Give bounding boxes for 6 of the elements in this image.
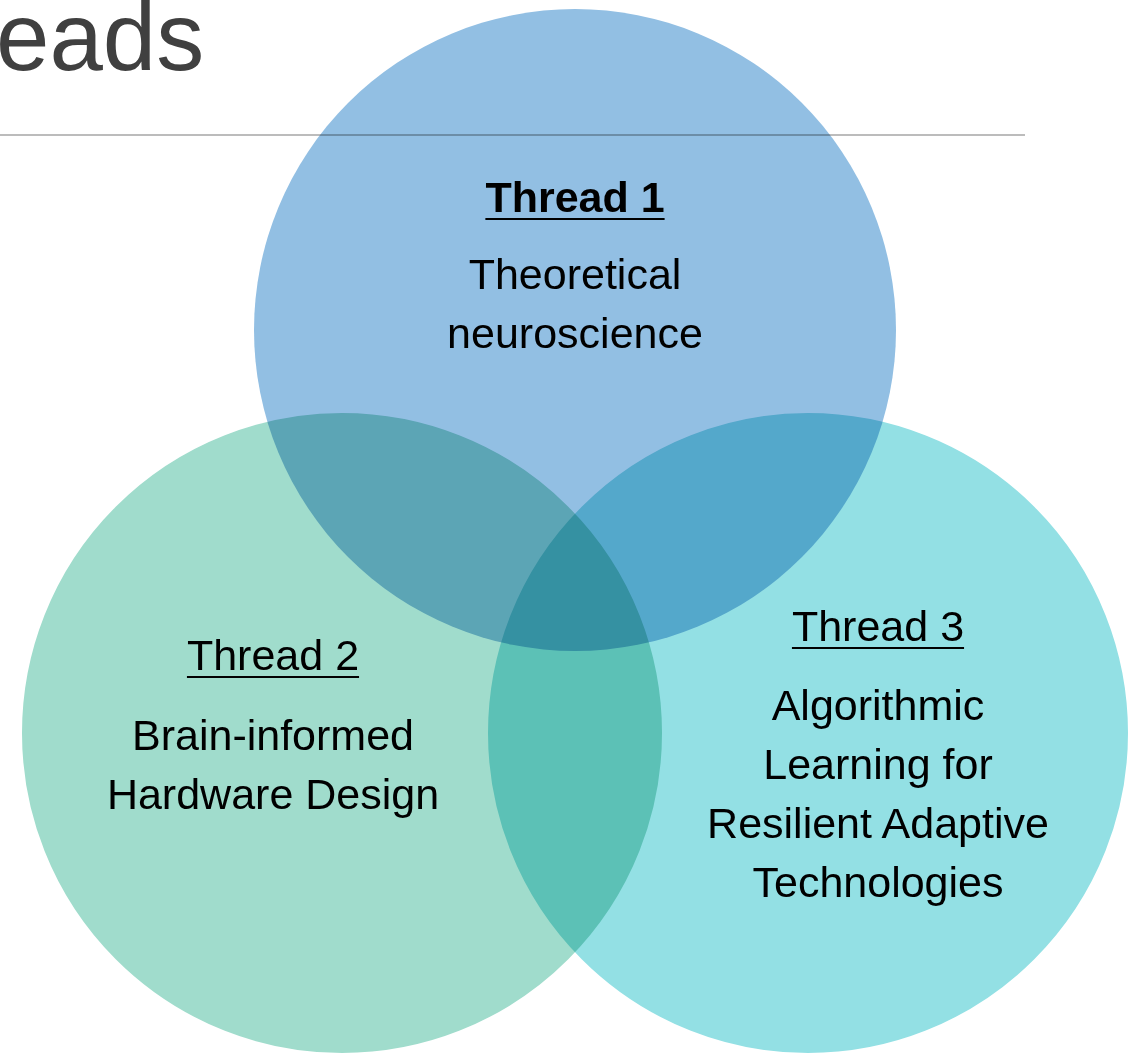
circle-text: Theoretical neuroscience <box>446 249 704 359</box>
circle-text: Algorithmic Learning for Resilient Adaptive Technologies <box>706 680 1050 908</box>
circle-heading: Thread 2 <box>185 630 361 681</box>
circle-heading: Thread 1 <box>484 172 666 223</box>
circle-text: Brain-informed Hardware Design <box>105 710 441 820</box>
circle-heading: Thread 3 <box>790 601 966 652</box>
